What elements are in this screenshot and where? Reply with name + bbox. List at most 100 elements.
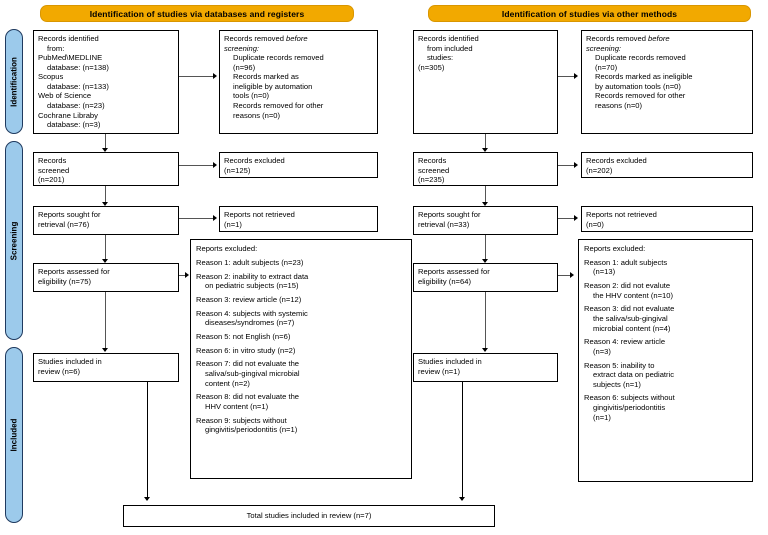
text-line: database: (n=133) (47, 81, 109, 91)
connector-left-identified-to-removed (179, 76, 214, 78)
reports-excluded-title: Reports excluded: (584, 244, 646, 253)
reason-line: (n=3) (593, 346, 611, 356)
text-span-italic: before (648, 34, 670, 43)
text-line: Records marked as (233, 72, 299, 82)
text-line: review (n=1) (418, 366, 460, 376)
reason-line: gingivitis/periodontitis (593, 403, 666, 412)
text-line: Records excluded (224, 156, 285, 165)
stage-label-screening: Screening (9, 221, 19, 260)
text-line: Records marked as ineligible (595, 72, 693, 82)
text-line: Scopus (38, 72, 64, 82)
connector-right-included-to-total (462, 382, 464, 500)
box-left-reports-sought: Reports sought for retrieval (n=76) (33, 206, 179, 235)
text-line: Records removed before (224, 34, 373, 44)
text-line: Records removed for other (595, 91, 686, 101)
connector-left-sought-to-assessed (105, 235, 107, 262)
text-line: Cochrane Libraby (38, 110, 98, 120)
text-line: Studies included in (418, 357, 482, 366)
connector-right-screened-to-sought (485, 186, 487, 204)
reason-line: on pediatric subjects (n=15) (205, 281, 299, 291)
arrowhead-down (102, 259, 109, 263)
text-line: (n=96) (233, 62, 256, 72)
text-line: reasons (n=0) (233, 110, 281, 120)
box-left-reports-not-retrieved: Reports not retrieved (n=1) (219, 206, 378, 232)
text-line: screened (418, 165, 450, 175)
arrowhead-down (102, 202, 109, 206)
text-line: Records removed for other (233, 100, 324, 110)
text-line: eligibility (n=75) (38, 276, 91, 286)
text-line: screening: (224, 43, 260, 53)
arrowhead-right (570, 271, 574, 278)
arrowhead-right (213, 161, 217, 168)
text-line: Reports sought for (418, 210, 481, 219)
total-label: Total studies included in review (n=7) (246, 511, 372, 521)
arrowhead-down (102, 148, 109, 152)
arrowhead-right (574, 161, 578, 168)
reason-line: Reason 3: did not evaluate (584, 304, 675, 314)
text-line: by automation tools (n=0) (595, 81, 681, 91)
text-line: Records identified (418, 34, 479, 43)
text-line: Duplicate records removed (233, 53, 324, 63)
text-line: Reports assessed for (38, 267, 110, 276)
connector-left-screened-to-sought (105, 186, 107, 204)
connector-right-screened-to-excluded (558, 165, 576, 167)
stage-label-included: Included (9, 418, 19, 452)
reason-line: content (n=2) (205, 378, 250, 388)
arrowhead-down (459, 497, 466, 501)
box-left-records-removed: Records removed before screening: Duplic… (219, 30, 378, 134)
arrowhead-down (482, 148, 489, 152)
stage-rail-included: Included (5, 347, 23, 523)
arrowhead-down (144, 497, 151, 501)
text-line: (n=70) (595, 62, 618, 72)
text-span-italic: before (286, 34, 308, 43)
text-line: Records (38, 156, 67, 165)
reason-line: subjects (n=1) (593, 379, 641, 389)
box-total-studies-included: Total studies included in review (n=7) (123, 505, 495, 527)
reason-line: Reason 2: did not evalute (584, 281, 671, 291)
reason-line: Reason 8: did not evaluate the (196, 392, 300, 402)
stage-label-identification: Identification (9, 56, 19, 107)
text-line: Records excluded (586, 156, 647, 165)
stage-rail-screening: Screening (5, 141, 23, 340)
arrowhead-right (574, 72, 578, 79)
text-line: Web of Science (38, 91, 92, 101)
connector-left-identified-to-screened (105, 134, 107, 150)
arrowhead-down (482, 259, 489, 263)
reason-line: Reason 6: in vitro study (n=2) (196, 345, 296, 355)
box-right-records-excluded: Records excluded (n=202) (581, 152, 753, 178)
arrowhead-down (482, 348, 489, 352)
box-right-studies-included: Studies included in review (n=1) (413, 353, 558, 382)
text-line: Studies included in (38, 357, 102, 366)
text-line: (n=235) (418, 175, 445, 185)
connector-left-assessed-to-included (105, 292, 107, 351)
connector-left-included-to-total (147, 382, 149, 500)
text-line: Records removed before (586, 34, 748, 44)
arrowhead-right (213, 214, 217, 221)
connector-left-sought-to-not-retrieved (179, 218, 214, 220)
text-line: ineligible by automation (233, 81, 313, 91)
text-line: PubMed\MEDLINE (38, 53, 103, 63)
reason-line: saliva/sub-gingival microbial (205, 368, 300, 378)
box-left-records-identified: Records identified from: PubMed\MEDLINE … (33, 30, 179, 134)
box-left-studies-included: Studies included in review (n=6) (33, 353, 179, 382)
banner-other-methods: Identification of studies via other meth… (428, 5, 751, 22)
reason-line: HHV content (n=1) (205, 401, 269, 411)
text-line: screened (38, 165, 70, 175)
arrowhead-right (213, 72, 217, 79)
reason-line: Reason 7: did not evaluate the (196, 359, 300, 369)
reason-line: diseases/syndromes (n=7) (205, 318, 295, 328)
box-left-records-excluded: Records excluded (n=125) (219, 152, 378, 178)
box-left-records-screened: Records screened (n=201) (33, 152, 179, 186)
text-line: reasons (n=0) (595, 100, 643, 110)
reason-line: Reason 5: inability to (584, 360, 655, 370)
reason-line: Reason 9: subjects without (196, 415, 287, 425)
reason-line: Reason 4: review article (584, 337, 666, 347)
text-line: review (n=6) (38, 366, 80, 376)
text-span: Records removed (586, 34, 649, 43)
stage-rail-identification: Identification (5, 29, 23, 134)
connector-right-sought-to-not-retrieved (558, 218, 576, 220)
text-line: Records identified (38, 34, 99, 43)
banner-databases-registers: Identification of studies via databases … (40, 5, 354, 22)
reason-line: (n=13) (593, 267, 616, 277)
